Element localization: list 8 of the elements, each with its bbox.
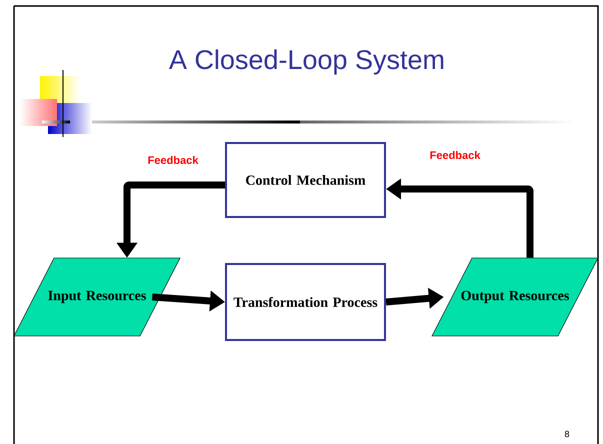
page-number: 8 (564, 430, 570, 438)
process-box: Control Mechanism (225, 142, 386, 218)
resource-parallelogram: Input Resources (14, 258, 180, 336)
resource-parallelogram: Output Resources (432, 258, 598, 336)
edge-label: Feedback (148, 156, 198, 164)
slide-title: A Closed-Loop System (168, 49, 444, 75)
edge-label: Feedback (430, 150, 480, 160)
process-box: Transformation Process (225, 263, 386, 341)
